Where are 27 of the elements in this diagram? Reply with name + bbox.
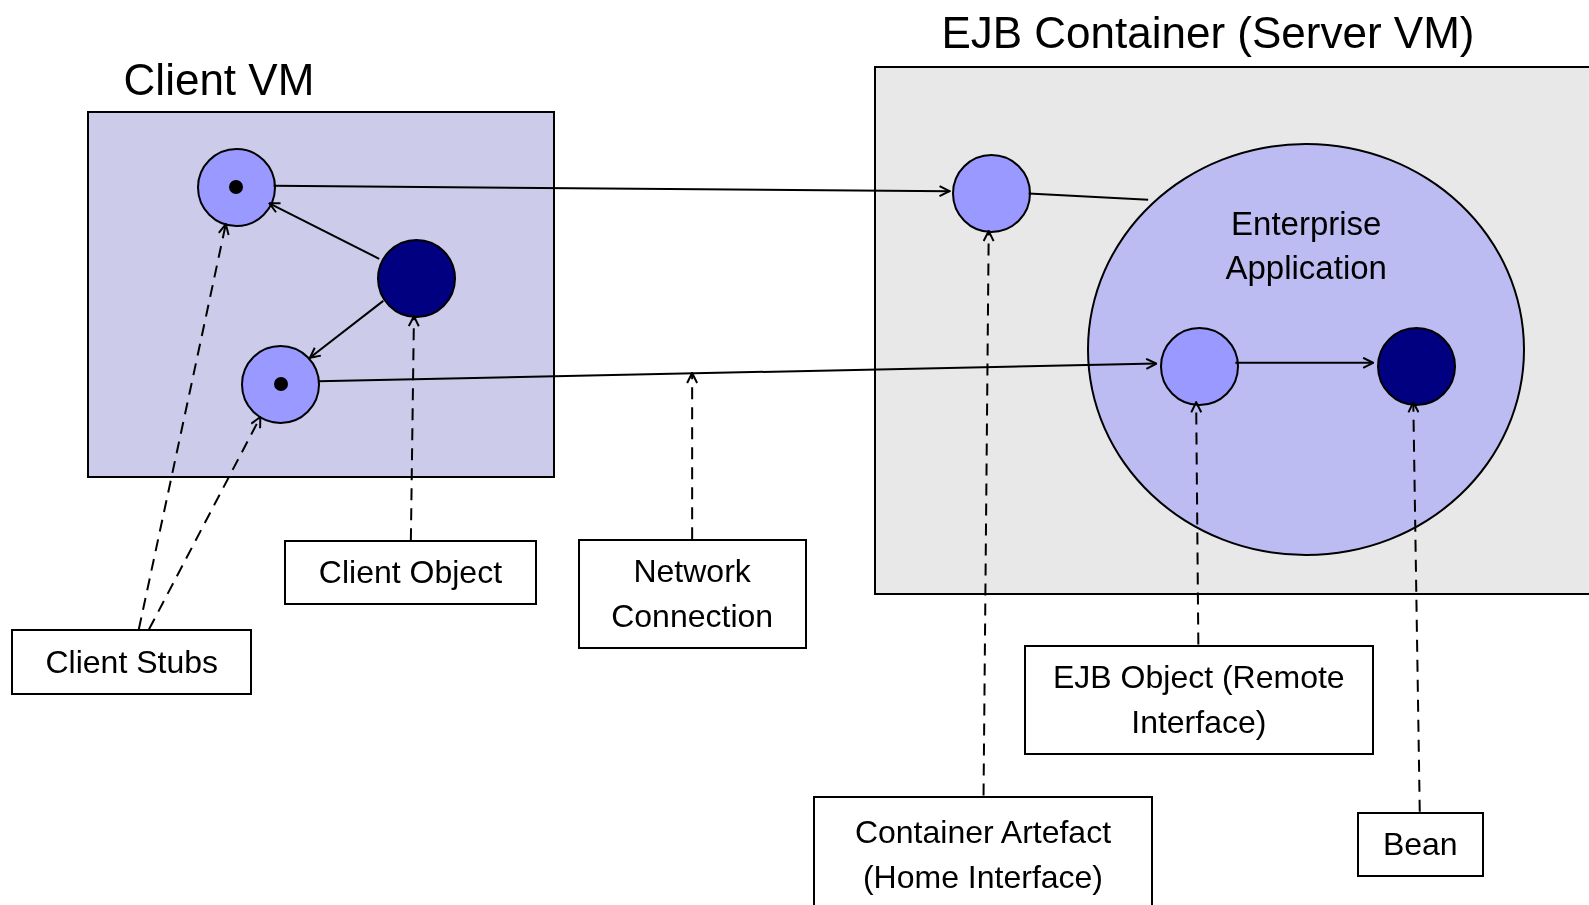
leader-line	[407, 315, 420, 542]
arrow	[272, 184, 951, 198]
arrow	[308, 299, 385, 359]
callout-text: Container Artefact (Home Interface)	[853, 813, 1113, 898]
callout-box	[577, 539, 807, 649]
leader-line	[1190, 401, 1203, 646]
callout-box	[283, 540, 538, 605]
callout-box	[812, 795, 1154, 905]
arrow	[268, 202, 381, 260]
leader-line	[982, 230, 995, 797]
ellipse-label: Enterprise Application	[1224, 203, 1388, 288]
panel-heading: EJB Container (Server VM)	[941, 8, 1475, 59]
arrow	[1234, 356, 1375, 369]
leader-line	[137, 223, 230, 631]
callout-text: Client Stubs	[45, 642, 218, 682]
callout-box	[1023, 644, 1375, 755]
callout-text: EJB Object (Remote Interface)	[1052, 657, 1346, 742]
arrow	[317, 357, 1158, 383]
leader-line	[686, 371, 699, 541]
callout-text: Network Connection	[610, 551, 775, 636]
panel-heading: Client VM	[123, 54, 315, 105]
callout-box	[11, 629, 253, 696]
leader-line	[148, 416, 262, 631]
leader-line	[1407, 401, 1421, 813]
callout-text: Bean	[1382, 824, 1458, 864]
callout-text: Client Object	[318, 553, 502, 593]
callout-box	[1356, 811, 1484, 877]
